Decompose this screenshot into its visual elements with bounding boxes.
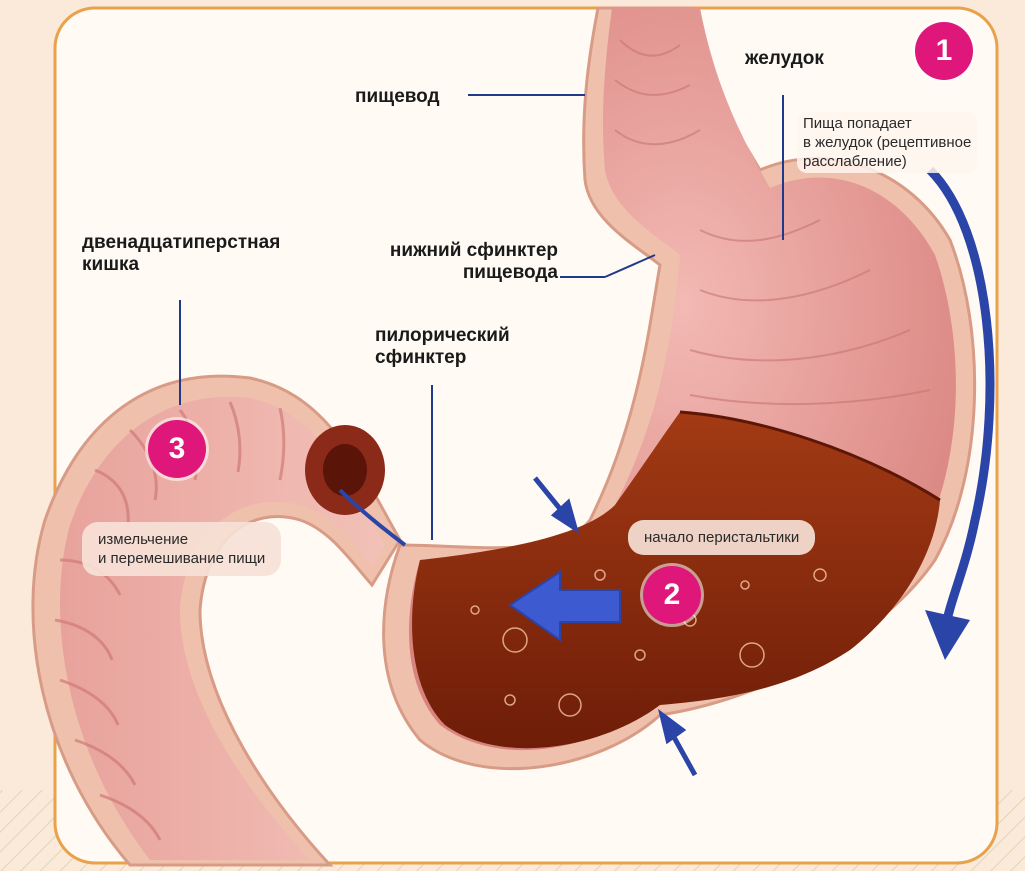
label-duodenum: двенадцатиперстная кишка xyxy=(82,232,280,276)
label-pyloric-sphincter: пилорический сфинктер xyxy=(375,325,510,369)
label-lower-sphincter-line1: нижний сфинктер xyxy=(368,240,558,262)
label-pyloric-line2: сфинктер xyxy=(375,347,510,369)
note-step3-line2: и перемешивание пищи xyxy=(98,549,265,568)
label-duodenum-line1: двенадцатиперстная xyxy=(82,232,280,254)
label-stomach: желудок xyxy=(745,48,824,70)
badge-step-3: 3 xyxy=(148,420,206,478)
label-lower-sphincter-line2: пищевода xyxy=(368,262,558,284)
badge-step-1: 1 xyxy=(915,22,973,80)
label-esophagus: пищевод xyxy=(355,86,440,108)
note-step3: измельчение и перемешивание пищи xyxy=(82,522,281,576)
note-step2: начало перистальтики xyxy=(628,520,815,555)
note-step1-line3: расслабление) xyxy=(803,152,971,171)
note-step1: Пища попадает в желудок (рецептивное рас… xyxy=(797,112,977,173)
note-step3-line1: измельчение xyxy=(98,530,265,549)
note-step1-line2: в желудок (рецептивное xyxy=(803,133,971,152)
label-duodenum-line2: кишка xyxy=(82,254,280,276)
badge-step-2: 2 xyxy=(643,566,701,624)
note-step1-line1: Пища попадает xyxy=(803,114,971,133)
label-lower-sphincter: нижний сфинктер пищевода xyxy=(368,240,558,284)
label-pyloric-line1: пилорический xyxy=(375,325,510,347)
